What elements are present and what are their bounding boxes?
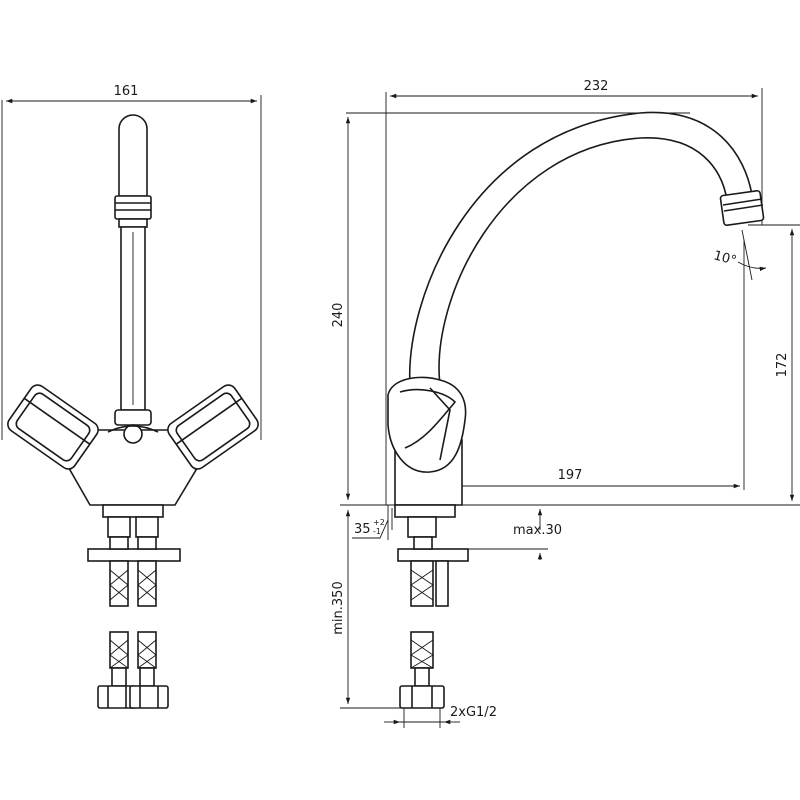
side-deck-tol-plus: +2 bbox=[373, 518, 385, 527]
side-height-label: 240 bbox=[331, 303, 346, 328]
side-hose-length-dimension: min.350 bbox=[331, 510, 405, 708]
side-spout bbox=[410, 112, 764, 385]
front-hex-nuts bbox=[98, 686, 168, 708]
front-mounting bbox=[88, 505, 180, 561]
front-spout bbox=[115, 115, 151, 425]
side-angle-label: 10° bbox=[712, 248, 738, 268]
side-deck-label: 35 bbox=[354, 522, 371, 537]
side-spout-height-dimension: 172 bbox=[748, 225, 800, 501]
side-max-thickness-dimension: max.30 bbox=[466, 509, 562, 560]
side-max-thickness-label: max.30 bbox=[513, 523, 562, 538]
front-width-label: 161 bbox=[114, 84, 139, 99]
side-mixer-body bbox=[388, 377, 466, 505]
side-hose-length-label: min.350 bbox=[331, 581, 346, 634]
side-reach-label: 232 bbox=[584, 79, 609, 94]
side-view: 232 240 172 197 bbox=[331, 79, 800, 728]
side-angle-dimension: 10° bbox=[712, 230, 766, 280]
front-hoses bbox=[110, 561, 156, 686]
front-view: 161 bbox=[2, 84, 261, 708]
side-spout-height-label: 172 bbox=[775, 353, 790, 378]
side-connection-label: 2xG1/2 bbox=[450, 705, 497, 720]
side-spout-reach-label: 197 bbox=[558, 468, 583, 483]
side-deck-dimension: 35 +2 -1 bbox=[352, 505, 392, 540]
side-spout-reach-dimension: 197 bbox=[428, 240, 744, 490]
side-deck-tol-minus: -1 bbox=[373, 527, 381, 536]
